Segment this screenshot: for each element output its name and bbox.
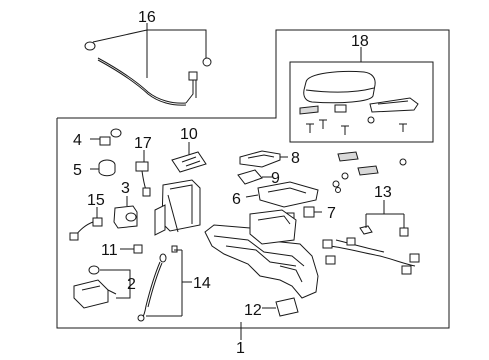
callout-10: 10 xyxy=(180,126,198,143)
callout-14: 14 xyxy=(193,275,211,292)
sensor-2 xyxy=(73,265,131,309)
callout-3: 3 xyxy=(121,180,130,197)
callout-1: 1 xyxy=(236,340,245,357)
console-body-1 xyxy=(204,209,319,340)
callout-13: 13 xyxy=(374,184,392,201)
callout-6: 6 xyxy=(232,191,241,208)
callout-12: 12 xyxy=(244,302,262,319)
small-parts-upper-right xyxy=(332,151,407,193)
module-12 xyxy=(262,297,299,317)
callout-5: 5 xyxy=(73,162,82,179)
tray-10 xyxy=(171,142,207,173)
main-frame xyxy=(56,29,450,329)
callout-8: 8 xyxy=(291,150,300,167)
switch-3 xyxy=(113,196,138,229)
callout-7: 7 xyxy=(327,205,336,222)
clip-11 xyxy=(120,244,143,254)
callout-17: 17 xyxy=(134,135,152,152)
callout-9: 9 xyxy=(271,170,280,187)
callout-4: 4 xyxy=(73,132,82,149)
callout-2: 2 xyxy=(127,276,136,293)
callout-11: 11 xyxy=(101,242,118,259)
cable-assembly-16 xyxy=(84,23,212,106)
cable-14 xyxy=(137,245,192,322)
callout-15: 15 xyxy=(87,192,105,209)
harness-15 xyxy=(69,207,103,241)
armrest-lid-18 xyxy=(299,47,419,135)
callout-16: 16 xyxy=(138,9,156,26)
socket-4 xyxy=(90,128,122,146)
bracket-9 xyxy=(237,169,272,185)
callout-18: 18 xyxy=(351,33,369,50)
knob-5 xyxy=(90,159,116,177)
trim-8 xyxy=(239,150,288,168)
bezel-6 xyxy=(245,181,319,208)
console-box xyxy=(154,179,201,236)
switch-17 xyxy=(135,150,151,197)
wire-harness-13 xyxy=(322,200,420,275)
